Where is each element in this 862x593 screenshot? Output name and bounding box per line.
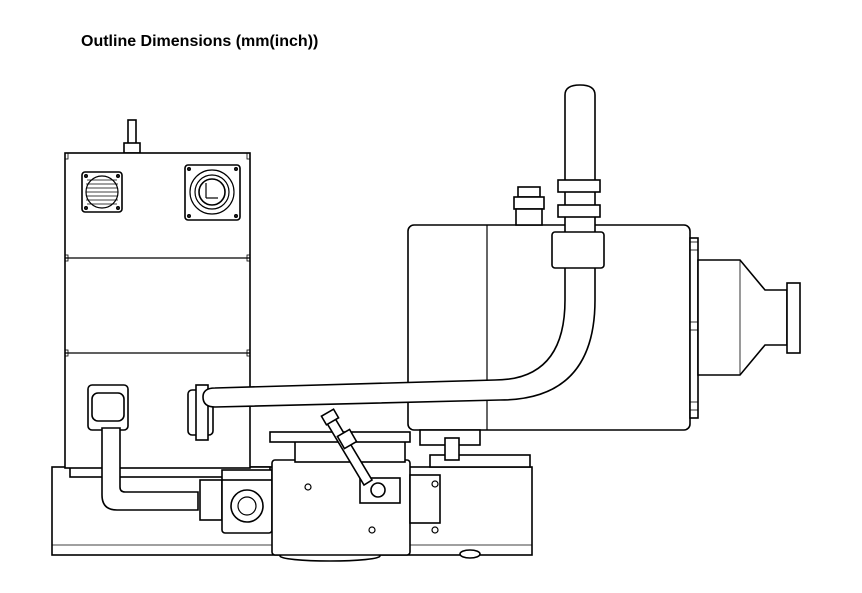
inlet-flange (697, 259, 801, 376)
top-fitting (513, 186, 545, 226)
electronics-enclosure (64, 119, 251, 469)
linkage-rod (320, 408, 374, 487)
cooling-fan-icon (81, 171, 123, 213)
drain-hose (101, 427, 199, 511)
page-title: Outline Dimensions (mm(inch)) (81, 33, 319, 50)
gas-hose (202, 84, 605, 408)
valve-block (199, 469, 273, 534)
pump-housing (407, 224, 699, 461)
power-connector-icon (184, 164, 241, 221)
